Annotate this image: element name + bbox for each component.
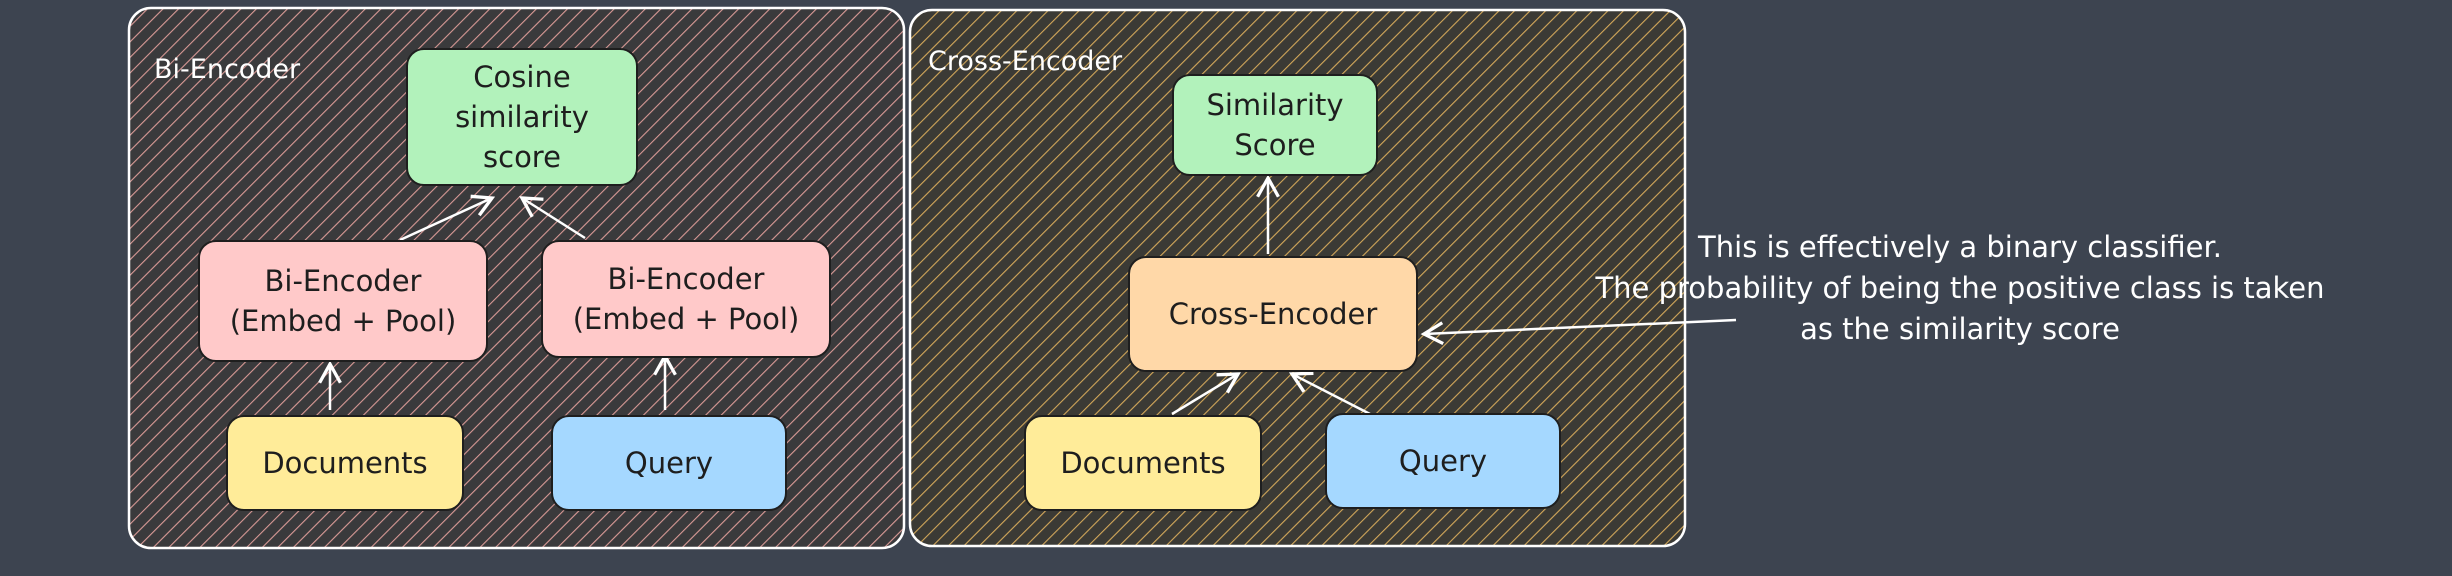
bi-encoder-documents-node: Documents [226, 415, 464, 511]
cross-encoder-query-node: Query [1325, 413, 1561, 509]
arrow-query-to-cross-encoder [1288, 371, 1371, 416]
cross-encoder-documents-node: Documents [1024, 415, 1262, 511]
bi-encoder-panel-label: Bi-Encoder [154, 54, 301, 85]
bi-encoder-left-node: Bi-Encoder (Embed + Pool) [198, 240, 488, 362]
cosine-similarity-score-node: Cosine similarity score [406, 48, 638, 186]
arrow-right-bi-encoder-to-score [519, 196, 586, 240]
arrow-annotation-to-cross-encoder [1420, 318, 1737, 346]
bi-encoder-query-node: Query [551, 415, 787, 511]
bi-encoder-right-node: Bi-Encoder (Embed + Pool) [541, 240, 831, 358]
annotation-line-3: as the similarity score [1800, 312, 2120, 346]
annotation-text: This is effectively a binary classifier.… [1540, 227, 2380, 350]
arrow-documents-to-cross-encoder [1171, 372, 1241, 416]
annotation-line-2: The probability of being the positive cl… [1595, 271, 2325, 305]
similarity-score-node: Similarity Score [1172, 74, 1378, 176]
cross-encoder-node: Cross-Encoder [1128, 256, 1418, 372]
cross-encoder-panel-label: Cross-Encoder [928, 46, 1123, 77]
arrow-left-bi-encoder-to-score [399, 194, 496, 242]
annotation-line-1: This is effectively a binary classifier. [1698, 230, 2222, 264]
bi-encoder-panel [127, 6, 906, 550]
